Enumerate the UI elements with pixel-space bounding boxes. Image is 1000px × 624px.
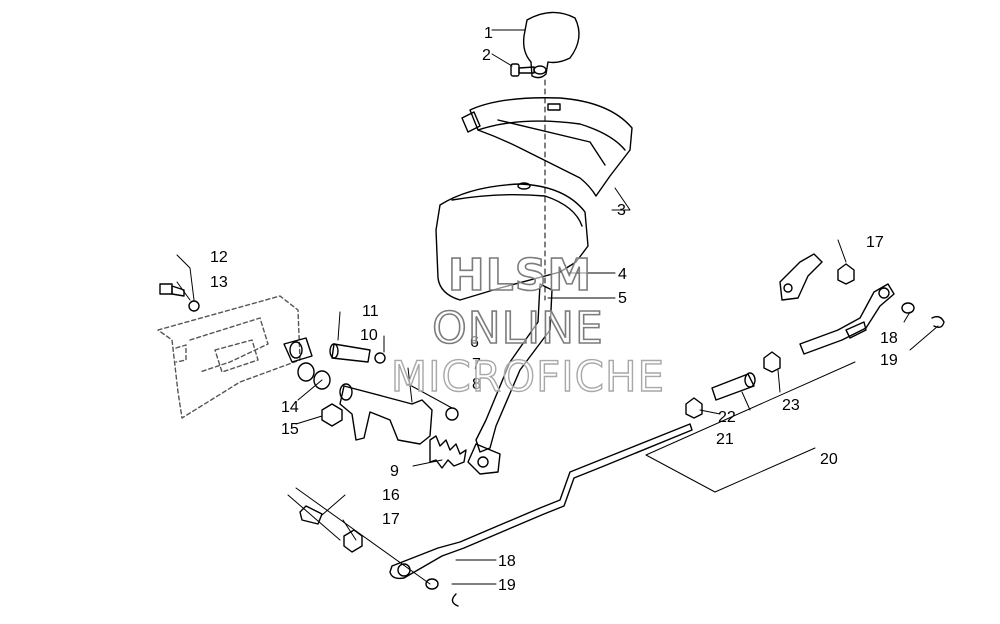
callout-13: 13 [210,274,228,291]
callout-11: 11 [362,303,379,320]
callout-23: 23 [782,397,800,414]
callout-7: 7 [472,356,481,373]
callout-16: 16 [382,487,400,504]
callout-19-lower: 19 [498,577,516,594]
callout-3: 3 [617,202,626,219]
callout-20: 20 [820,451,838,468]
shift-rod-lower [389,423,693,607]
frame-bracket [157,295,301,419]
bolt [159,283,200,312]
adjuster-sleeve [711,372,756,401]
leader-lines [176,29,939,585]
shift-boot-lower [435,182,589,301]
callout-14: 14 [281,399,299,416]
callout-22: 22 [718,409,736,426]
jam-nut-upper [763,351,781,373]
o-rings [297,362,331,390]
shift-rod-upper [799,283,895,355]
callout-2: 2 [482,47,491,64]
return-spring [429,435,467,469]
callout-12: 12 [210,249,228,266]
callout-10: 10 [360,327,378,344]
callout-1: 1 [484,25,493,42]
pivot-arm [339,383,459,445]
callout-21: 21 [716,431,734,448]
nut [321,403,343,427]
group-20-bracket [645,361,856,493]
screw [510,63,535,77]
callout-4: 4 [618,266,627,283]
callout-19-upper: 19 [880,352,898,369]
callout-labels: 1 2 3 4 5 6 7 8 9 10 11 12 13 14 15 16 1… [210,25,898,594]
pivot-pin [329,343,386,364]
callout-17-upper: 17 [866,234,884,251]
callout-17-lower: 17 [382,511,400,528]
callout-9: 9 [390,463,399,480]
callout-18-lower: 18 [498,553,516,570]
jam-nut [685,397,703,419]
callout-18-upper: 18 [880,330,898,347]
callout-15: 15 [281,421,299,438]
shift-boot-upper [461,97,633,197]
washer-clip-upper [901,302,945,329]
callout-8: 8 [472,376,481,393]
callout-5: 5 [618,290,627,307]
pivot-bushing [283,337,313,363]
linkage-bracket [779,253,855,301]
callout-6: 6 [470,334,479,351]
shift-lever [467,283,553,475]
